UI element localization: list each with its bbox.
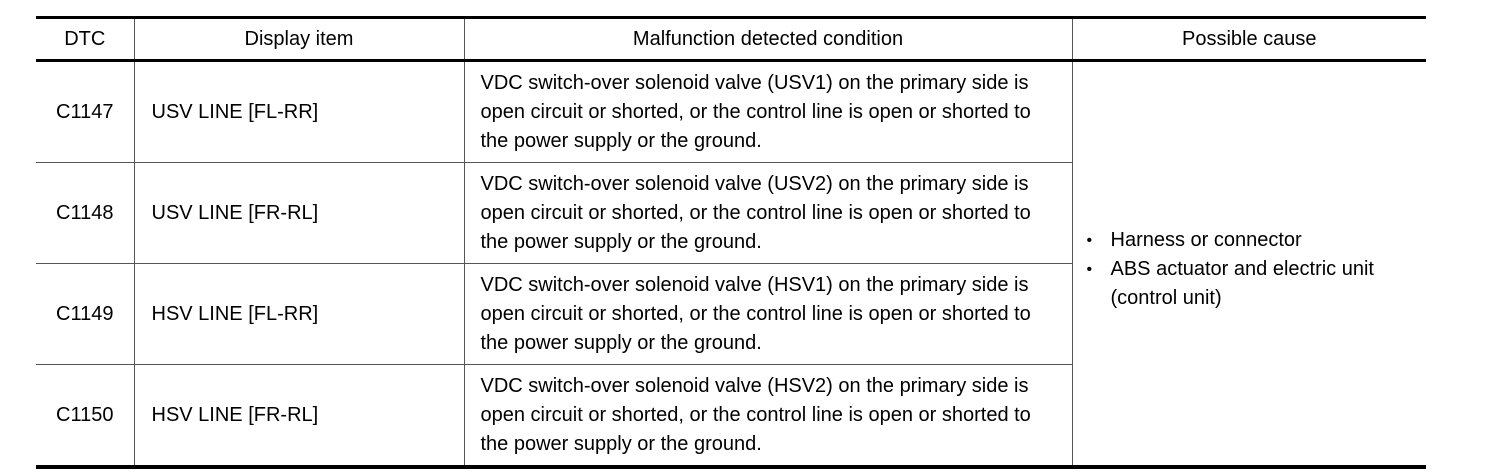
possible-cause-list: • Harness or connector • ABS actuator an… — [1087, 226, 1427, 313]
possible-cause-cell: • Harness or connector • ABS actuator an… — [1071, 60, 1427, 467]
table-row: C1148 USV LINE [FR-RL] VDC switch-over s… — [36, 162, 1426, 264]
header-dtc: DTC — [64, 27, 106, 50]
dtc-table-container: DTC Display item Malfunction detected co… — [36, 16, 1426, 469]
malfunction-condition: VDC switch-over solenoid valve (USV1) on… — [463, 60, 1072, 163]
table-row: C1150 HSV LINE [FR-RL] VDC switch-over s… — [36, 364, 1426, 467]
malfunction-condition: VDC switch-over solenoid valve (USV2) on… — [463, 162, 1072, 264]
header-malfunction-condition: Malfunction detected condition — [463, 17, 1072, 61]
table-row: C1147 USV LINE [FL-RR] VDC switch-over s… — [36, 60, 1426, 467]
table-header-row: DTC Display item Malfunction detected co… — [36, 17, 1426, 61]
possible-cause-text: Harness or connector — [1110, 229, 1302, 251]
malfunction-condition: VDC switch-over solenoid valve (HSV1) on… — [463, 263, 1072, 365]
dtc-code: C1149 — [36, 263, 134, 365]
display-item: USV LINE [FR-RL] — [133, 162, 464, 264]
bullet-icon: • — [1086, 261, 1093, 278]
header-display-item: Display item — [133, 17, 464, 61]
table-row: C1149 HSV LINE [FL-RR] VDC switch-over s… — [36, 263, 1426, 365]
header-possible-cause: Possible cause — [1071, 17, 1426, 61]
list-item: • Harness or connector — [1087, 226, 1427, 255]
malfunction-condition: VDC switch-over solenoid valve (HSV2) on… — [463, 364, 1072, 467]
dtc-code: C1147 — [36, 60, 134, 163]
bullet-icon: • — [1086, 232, 1093, 249]
display-item: USV LINE [FL-RR] — [133, 60, 464, 163]
possible-cause-text: ABS actuator and electric unit (control … — [1110, 258, 1374, 309]
dtc-code: C1148 — [36, 162, 134, 264]
list-item: • ABS actuator and electric unit (contro… — [1087, 255, 1427, 313]
dtc-code: C1150 — [36, 364, 134, 467]
display-item: HSV LINE [FL-RR] — [133, 263, 464, 365]
dtc-table: DTC Display item Malfunction detected co… — [36, 16, 1426, 469]
display-item: HSV LINE [FR-RL] — [133, 364, 464, 467]
